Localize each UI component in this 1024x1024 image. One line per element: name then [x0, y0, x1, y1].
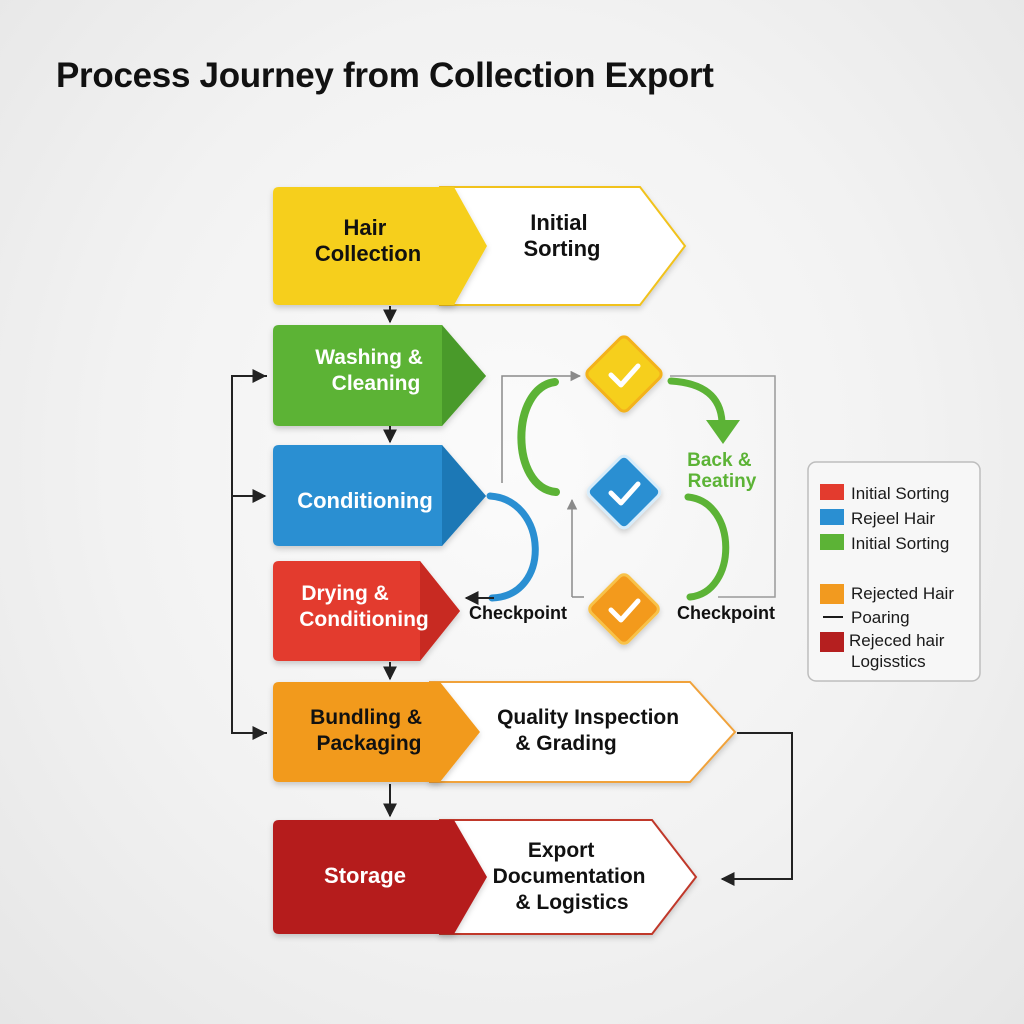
- initial-sorting-label-line2: Sorting: [524, 236, 601, 261]
- export-documentation-label-line1: Export: [528, 839, 595, 862]
- washing-cleaning-label-line1: Washing &: [315, 346, 423, 369]
- back-retry-label-line2: Reatiny: [688, 471, 757, 492]
- legend-item-label: Rejeced hair: [849, 631, 945, 650]
- feedback-bracket: [231, 369, 267, 740]
- green-bracket-right: [684, 493, 730, 601]
- legend-item-label: Initial Sorting: [851, 534, 949, 553]
- conditioning-tip: [442, 445, 486, 546]
- checkpoint-bottom-diamond: [588, 573, 660, 645]
- legend-swatch-blue: [820, 509, 844, 525]
- checkmark-icon: [608, 598, 641, 623]
- bundling-packaging-shape: [273, 682, 480, 782]
- quality-inspection-label: Quality Inspection & Grading: [497, 706, 685, 755]
- checkpoint-top: [585, 335, 663, 413]
- drying-conditioning-shape: [273, 561, 460, 661]
- legend-item-label: Initial Sorting: [851, 484, 949, 503]
- hair-collection-shape: [273, 187, 487, 305]
- checkpoint-top-diamond: [585, 335, 663, 413]
- back-retry-label-line1: Back &: [687, 450, 752, 471]
- checkpoint-right-label: Checkpoint: [677, 603, 775, 623]
- quality-inspection-label-line1: Quality Inspection: [497, 706, 679, 729]
- export-documentation-label-line2: Documentation: [493, 865, 646, 888]
- washing-cleaning-shape: [273, 325, 486, 426]
- green-bracket-left: [517, 378, 560, 496]
- drying-conditioning-label-line2: Conditioning: [299, 608, 428, 631]
- quality-inspection-label-line2: & Grading: [515, 732, 617, 755]
- initial-sorting-label: Initial Sorting: [524, 210, 601, 261]
- storage-shape: [273, 820, 487, 934]
- export-documentation-label-line3: & Logistics: [515, 891, 628, 914]
- drying-conditioning-label: Drying & Conditioning: [299, 582, 428, 631]
- legend-item-label: Rejected Hair: [851, 584, 954, 603]
- legend-swatch-orange: [820, 584, 844, 604]
- blue-return-curve: [486, 492, 539, 602]
- checkmark-icon: [608, 363, 641, 388]
- export-documentation-label: Export Documentation & Logistics: [493, 839, 652, 914]
- green-curved-arrow: [667, 377, 726, 426]
- page-title: Process Journey from Collection Export: [56, 56, 714, 95]
- legend: Initial Sorting Rejeel Hair Initial Sort…: [807, 461, 981, 682]
- hair-collection-label-line1: Hair: [344, 215, 387, 240]
- legend-swatch-dark-red: [820, 632, 844, 652]
- legend-item-label: Logisstics: [851, 652, 926, 671]
- legend-swatch-red: [820, 484, 844, 500]
- legend-box: [807, 461, 981, 682]
- green-curved-arrowhead: [706, 420, 740, 444]
- step-storage: [273, 820, 487, 934]
- feedback-bracket-line: [231, 375, 267, 734]
- arrow-quality-to-export: [720, 732, 793, 886]
- washing-cleaning-label-line2: Cleaning: [332, 372, 421, 395]
- legend-item-label: Poaring: [851, 608, 910, 627]
- checkmark-icon: [608, 481, 641, 506]
- checkpoint-middle-diamond: [586, 454, 662, 530]
- checkpoint-bottom: [588, 573, 660, 645]
- step-conditioning: [273, 445, 486, 546]
- washing-cleaning-tip: [442, 325, 486, 426]
- checkpoint-left-label: Checkpoint: [469, 603, 567, 623]
- hair-collection-label-line2: Collection: [315, 241, 421, 266]
- checkpoint-loop: Back & Reatiny Checkpoint Checkpoint: [464, 335, 776, 645]
- bundling-packaging-label-line2: Packaging: [316, 732, 421, 755]
- conditioning-shape: [273, 445, 486, 546]
- drying-conditioning-label-line1: Drying &: [301, 582, 389, 605]
- hair-collection-label: Hair Collection: [315, 215, 421, 266]
- step-drying-conditioning: [273, 561, 460, 661]
- legend-swatch-green: [820, 534, 844, 550]
- step-hair-collection: [273, 187, 487, 305]
- drying-conditioning-tip: [420, 561, 460, 661]
- washing-cleaning-label: Washing & Cleaning: [315, 346, 429, 395]
- conditioning-label: Conditioning: [297, 488, 433, 513]
- storage-label: Storage: [324, 863, 406, 888]
- gray-connector-right: [670, 375, 776, 598]
- initial-sorting-label-line1: Initial: [530, 210, 587, 235]
- gray-connector-top-left: [501, 370, 582, 483]
- back-retry-label: Back & Reatiny: [687, 450, 757, 492]
- checkpoint-middle: [586, 454, 662, 530]
- step-bundling-packaging: [273, 682, 480, 782]
- legend-item-label: Rejeel Hair: [851, 509, 935, 528]
- bundling-packaging-label-line1: Bundling &: [310, 706, 422, 729]
- step-washing-cleaning: [273, 325, 486, 426]
- bundling-packaging-label: Bundling & Packaging: [310, 706, 428, 755]
